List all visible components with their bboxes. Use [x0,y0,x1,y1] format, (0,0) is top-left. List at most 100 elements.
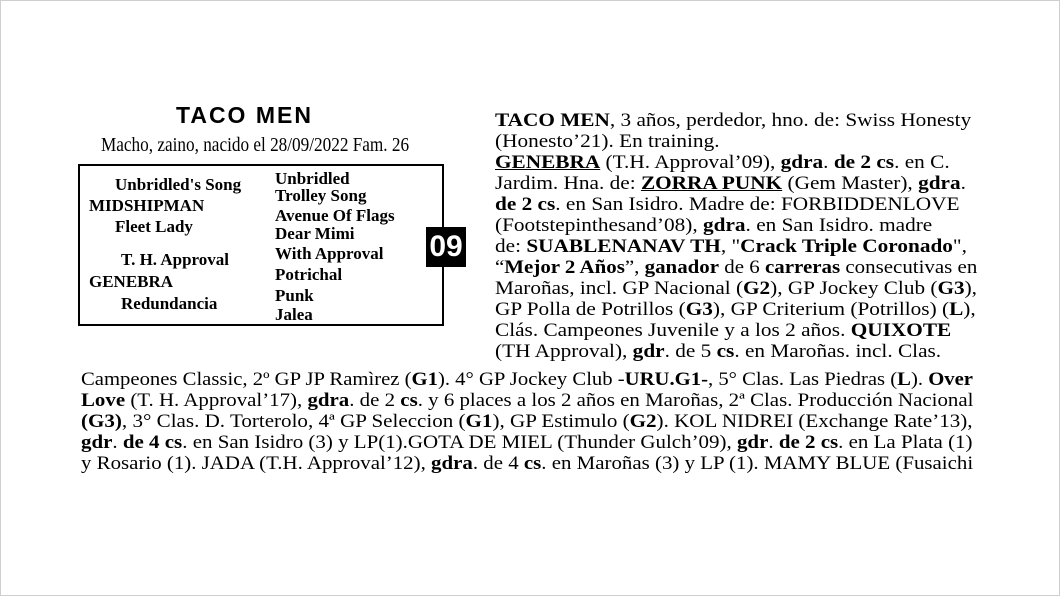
text-run: de 2 cs [833,153,895,173]
text-run: ), [963,300,976,320]
text-run: L [949,300,964,320]
pedigree-box: Unbridled's Song MIDSHIPMAN Fleet Lady U… [78,164,444,326]
text-run: gdr [81,433,113,453]
text-line: TACO MEN, 3 años, perdedor, hno. de: Swi… [495,112,971,131]
text-line: gdr. de 4 cs. en San Isidro (3) y LP(1).… [81,434,973,453]
text-run: L [897,370,911,390]
text-line: Clás. Campeones Juvenile y a los 2 años.… [495,322,951,341]
text-run: URU.G1- [624,370,708,390]
dam: GENEBRA [89,272,174,291]
text-run: de 6 [719,258,765,278]
text-line: Love (T. H. Approval’17), gdra. de 2 cs.… [81,392,973,411]
text-run: , 3 años, perdedor, hno. de: Swiss Hones… [609,111,972,131]
text-run: (TH Approval), [495,342,633,362]
text-run: . en C. [894,153,950,173]
text-run: ", [952,237,967,257]
text-line: Maroñas, incl. GP Nacional (G2), GP Jock… [495,280,977,299]
text-run: Maroñas, incl. GP Nacional ( [495,279,744,299]
text-run: ), GP Jockey Club ( [770,279,938,299]
text-run: G3 [937,279,965,299]
sire-sire-dam: Trolley Song [275,186,367,205]
dam-sire-dam: Potrichal [275,265,343,284]
text-run: cs [400,391,418,411]
text-line: (Honesto’21). En training. [495,133,720,152]
text-run: Mejor 2 Años [504,258,625,278]
text-run: gdra [307,391,350,411]
text-run: gdra [780,153,824,173]
text-run: de: [495,237,527,257]
text-run: . en Maroñas. incl. Clas. [734,342,942,362]
text-run: gdra [918,174,961,194]
text-run: . de 4 [472,454,524,474]
text-line: Jardim. Hna. de: ZORRA PUNK (Gem Master)… [495,175,966,194]
text-run: gdra [431,454,473,474]
text-run: Jardim. Hna. de: [495,174,641,194]
sire-sire: Unbridled's Song [115,175,242,194]
text-run: ), GP Estimulo ( [492,412,630,432]
text-run: . [112,433,123,453]
text-run: ganador [644,258,720,278]
text-run: . de 2 [349,391,401,411]
text-run: “ [495,258,505,278]
sire: MIDSHIPMAN [89,196,205,215]
text-run: . en San Isidro (3) y LP(1).GOTA DE MIEL… [182,433,737,453]
text-run: G2 [743,279,771,299]
text-run: ), GP Criterium (Potrillos) ( [712,300,950,320]
sire-dam: Fleet Lady [115,217,193,236]
text-run: QUIXOTE [850,321,952,341]
text-line: y Rosario (1). JADA (T.H. Approval’12), … [81,455,973,474]
text-run: gdra [703,216,746,236]
text-line: de 2 cs. en San Isidro. Madre de: FORBID… [495,196,959,215]
text-run: (Gem Master), [782,174,919,194]
text-run: SUABLENANAV TH [526,237,721,257]
text-run: , 3° Clas. D. Torterolo, 4ª GP Seleccion… [121,412,466,432]
text-run: . [960,174,966,194]
text-run: gdr [736,433,769,453]
text-run: , 5° Clas. Las Piedras ( [707,370,898,390]
text-line: GP Polla de Potrillos (G3), GP Criterium… [495,301,976,320]
text-run: de 2 cs [778,433,839,453]
text-run: ). [910,370,929,390]
dam-dam-sire: Punk [275,286,314,305]
sire-dam-sire: Avenue Of Flags [275,206,395,225]
program-number-badge: 09 [426,227,466,267]
text-run: (G3) [81,412,122,432]
text-run: y Rosario (1). JADA (T.H. Approval’12), [81,454,432,474]
text-run: G3 [685,300,713,320]
text-run: ). 4° GP Jockey Club - [437,370,625,390]
text-run: GP Polla de Potrillos ( [495,300,686,320]
text-run: gdr [632,342,665,362]
text-run: Crack Triple Coronado [740,237,953,257]
birth-info: Macho, zaino, nacido el 28/09/2022 Fam. … [101,134,410,156]
text-line: de: SUABLENANAV TH, "Crack Triple Corona… [495,238,967,257]
text-run: . de 5 [664,342,717,362]
dam-sire: T. H. Approval [121,250,230,269]
text-run: , " [720,237,741,257]
sire-dam-dam: Dear Mimi [275,224,355,243]
dam-dam: Redundancia [121,294,218,313]
text-run: Clás. Campeones Juvenile y a los 2 años. [495,321,851,341]
text-run: G1 [411,370,438,390]
text-line: Campeones Classic, 2º GP JP Ramìrez (G1)… [81,371,973,390]
text-run: ZORRA PUNK [640,174,783,194]
text-run: . en San Isidro. madre [745,216,933,236]
text-run: G1 [465,412,493,432]
text-run: TACO MEN [495,111,610,131]
text-run: . en La Plata (1) [838,433,973,453]
text-line: “Mejor 2 Años”, ganador de 6 carreras co… [495,259,977,278]
text-run: (Footstepinthesand’08), [495,216,704,236]
text-run: Love [81,391,126,411]
text-run: Over [928,370,973,390]
text-run: Campeones Classic, 2º GP JP Ramìrez ( [81,370,412,390]
text-run: carreras [764,258,841,278]
text-run: ). KOL NIDREI (Exchange Rate’13), [656,412,973,432]
text-run: GENEBRA [495,153,601,173]
sire-sire-sire: Unbridled [275,169,350,188]
text-run: cs [716,342,735,362]
horse-name: TACO MEN [176,102,313,128]
text-run: consecutivas en [840,258,978,278]
text-run: (T. H. Approval’17), [125,391,308,411]
text-line: GENEBRA (T.H. Approval’09), gdra. de 2 c… [495,154,950,173]
dam-dam-dam: Jalea [275,305,313,324]
text-line: (G3), 3° Clas. D. Torterolo, 4ª GP Selec… [81,413,973,432]
